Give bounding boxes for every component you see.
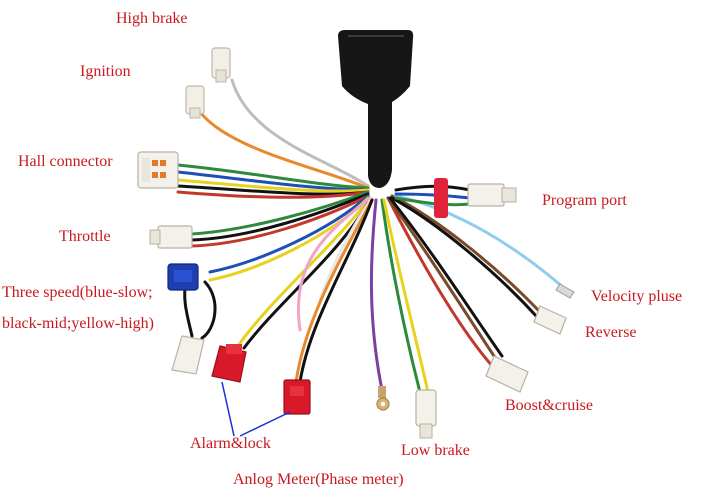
wire-pink xyxy=(297,196,372,332)
wire-alarm-1 xyxy=(236,196,372,348)
three-speed-label-line1: Three speed(blue-slow; xyxy=(2,284,153,301)
low-brake-connector xyxy=(415,389,437,439)
wire-boost-1 xyxy=(386,196,496,370)
wire-speed-3 xyxy=(200,280,217,340)
phase-meter-terminal xyxy=(376,386,390,411)
wire-white xyxy=(318,196,374,302)
velocity-terminal xyxy=(555,283,575,299)
alarm-lock-pointers xyxy=(221,381,291,437)
program-port-connector xyxy=(467,183,517,207)
wire-hall-5 xyxy=(176,190,370,199)
wire-hall-3 xyxy=(176,178,370,193)
alarm-connector xyxy=(211,344,247,383)
wire-reverse-2 xyxy=(390,196,540,320)
ignition-label: Ignition xyxy=(80,63,131,80)
analog-meter-label: Anlog Meter(Phase meter) xyxy=(233,471,404,488)
throttle-connector xyxy=(149,225,193,249)
high-brake-label: High brake xyxy=(116,10,188,27)
low-brake-label: Low brake xyxy=(401,442,470,459)
hall-connector-label: Hall connector xyxy=(18,153,113,170)
wire-meter-1 xyxy=(294,198,374,384)
wire-phase-meter xyxy=(369,198,384,392)
boost-cruise-label: Boost&cruise xyxy=(505,397,593,414)
wire-speed-1 xyxy=(208,194,370,274)
ignition-connector xyxy=(185,85,205,119)
wire-throttle-1 xyxy=(190,190,370,236)
wire-meter-2 xyxy=(298,198,374,384)
pointer-alarm xyxy=(221,381,235,437)
throttle-label: Throttle xyxy=(59,228,111,245)
boost-connector xyxy=(485,355,529,393)
wire-low-brake-1 xyxy=(380,198,422,394)
wire-throttle-2 xyxy=(190,192,370,242)
three-speed-label-line2: black-mid;yellow-high) xyxy=(2,315,154,332)
pointer-lock xyxy=(239,411,291,437)
wire-hall-1 xyxy=(176,163,370,190)
wire-low-brake-2 xyxy=(382,198,430,394)
wire-boost-3 xyxy=(388,196,504,358)
red-sleeve xyxy=(434,178,448,218)
wire-reverse-1 xyxy=(390,194,542,314)
three-speed-connector xyxy=(167,263,199,291)
wire-throttle-3 xyxy=(190,194,370,248)
wire-bundle xyxy=(176,78,566,394)
hall-connector xyxy=(137,151,179,189)
wire-ignition xyxy=(198,110,370,190)
program-port-label: Program port xyxy=(542,192,627,209)
wire-boost-2 xyxy=(386,196,500,364)
three-speed-plug xyxy=(171,335,205,375)
reverse-connector xyxy=(533,305,567,335)
wire-high-brake xyxy=(230,78,370,188)
lock-connector xyxy=(283,379,311,415)
alarm-lock-label: Alarm&lock xyxy=(190,435,271,452)
reverse-label: Reverse xyxy=(585,324,637,341)
wire-program-1 xyxy=(394,184,472,192)
controller-body xyxy=(338,30,414,188)
velocity-pulse-label: Velocity pluse xyxy=(591,288,683,305)
high-brake-connector xyxy=(211,47,231,83)
